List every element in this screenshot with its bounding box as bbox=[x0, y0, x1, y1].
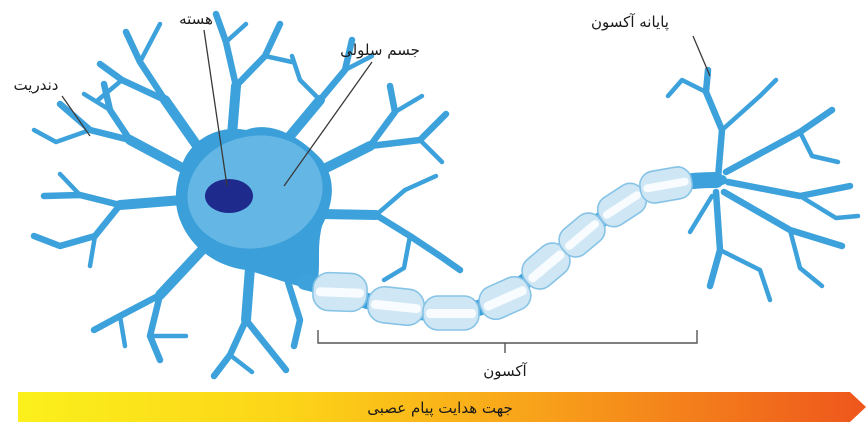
dendrite-branch bbox=[214, 268, 286, 376]
myelin-sheath bbox=[366, 285, 425, 327]
dendrite-branch bbox=[318, 86, 446, 172]
myelin-sheaths bbox=[312, 165, 694, 330]
label-dendrite: دندریت bbox=[14, 76, 59, 94]
pointer-line-axon-terminal bbox=[693, 36, 710, 76]
myelin-sheath bbox=[638, 165, 695, 206]
label-nucleus: هسته bbox=[179, 10, 213, 28]
pointer-line-dendrite bbox=[62, 96, 90, 136]
dendrite-branch bbox=[94, 250, 202, 360]
label-axon: آکسون bbox=[483, 362, 527, 380]
dendrite-branch bbox=[322, 176, 460, 280]
dendrite-branch bbox=[288, 282, 300, 346]
axon-bracket bbox=[318, 330, 697, 353]
myelin-sheath bbox=[312, 272, 367, 312]
direction-arrow: جهت هدایت پیام عصبی bbox=[18, 392, 866, 422]
myelin-sheath bbox=[423, 296, 479, 330]
label-axon-terminal: پایانه آکسون bbox=[591, 13, 669, 32]
direction-arrow-label: جهت هدایت پیام عصبی bbox=[367, 399, 513, 418]
dendrite-branch bbox=[34, 174, 182, 266]
nucleus bbox=[205, 179, 253, 213]
label-cell-body: جسم سلولی bbox=[340, 41, 420, 59]
dendrite-branch bbox=[216, 14, 292, 135]
dendrite-branch bbox=[98, 24, 200, 150]
